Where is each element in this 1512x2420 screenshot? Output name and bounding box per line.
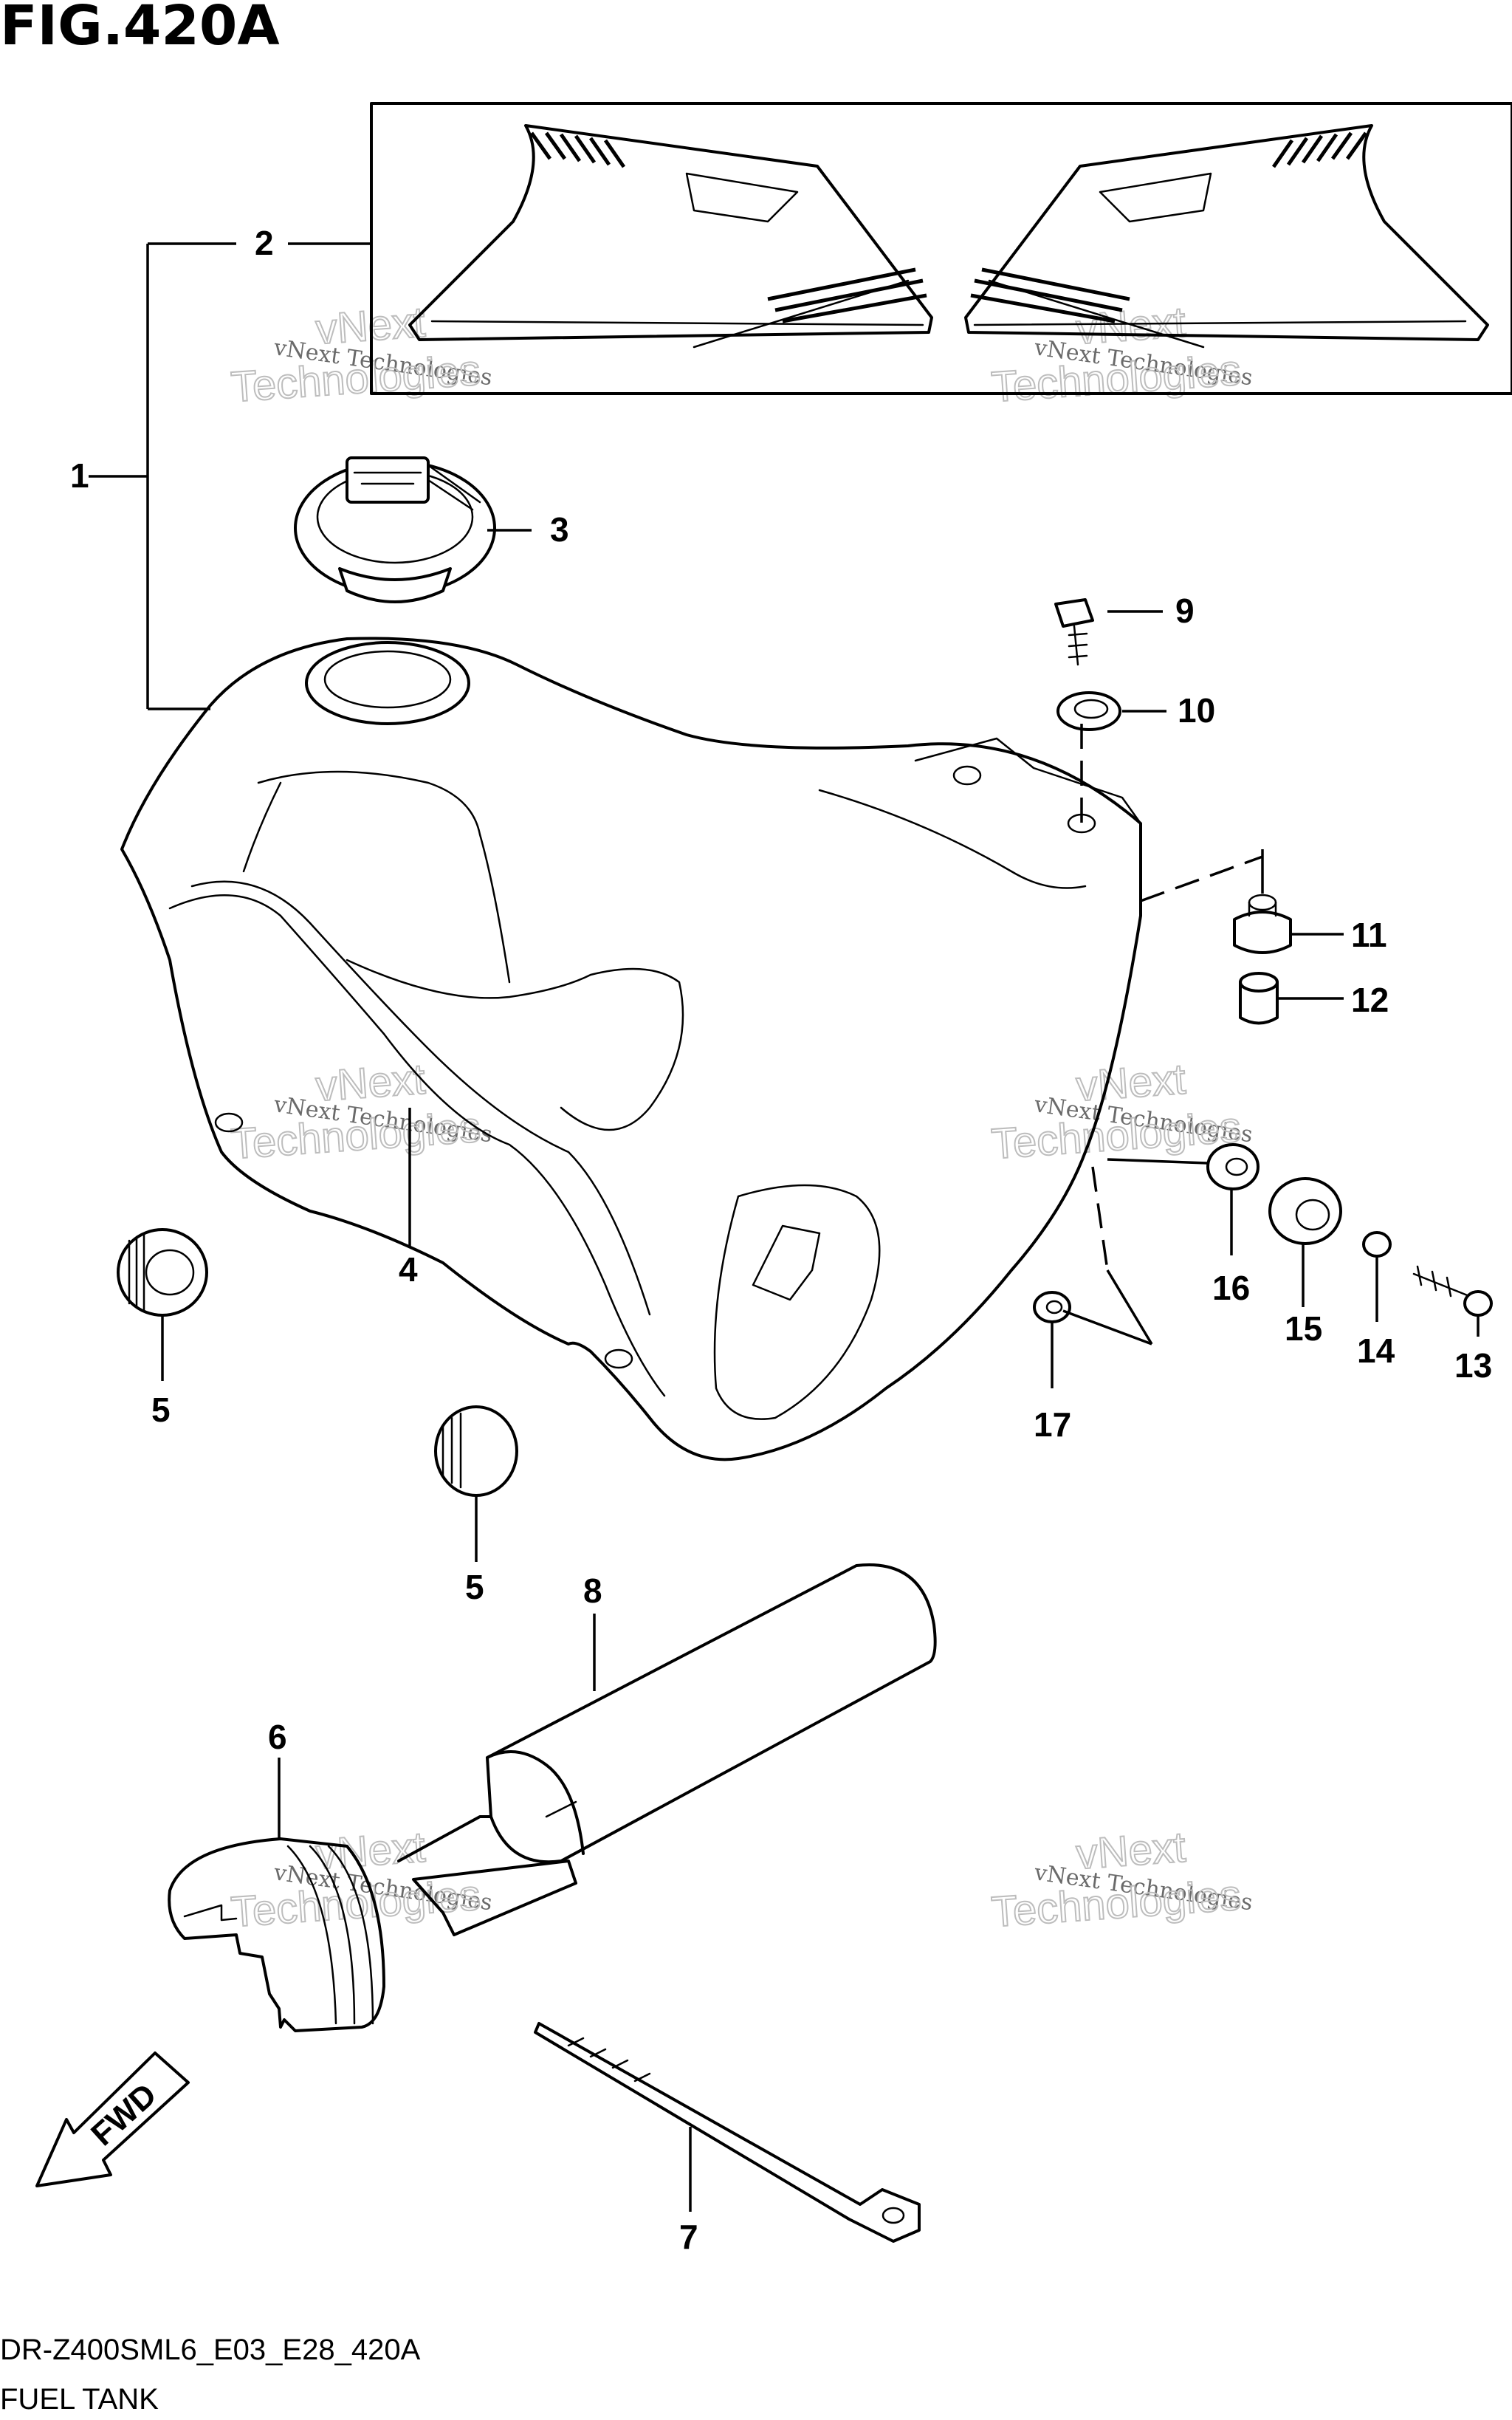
callout-labels: 1 2 3 4 5 5 6 7 8 9 10 11 12 13 14 15 16… <box>70 224 1492 2256</box>
tank-top-rib <box>818 789 1087 889</box>
tank-mount-tab <box>914 737 1142 825</box>
protector-8-drawing <box>397 1563 937 1936</box>
plug-5b-drawing <box>434 1405 518 1497</box>
emblem-set-drawing <box>370 102 1512 395</box>
right-decal-inner <box>1099 172 1212 223</box>
tank-panel-2 <box>257 770 511 984</box>
watermark-outline: Technologies <box>230 346 482 411</box>
figure-name: FUEL TANK <box>0 2383 159 2416</box>
tank-panel-3 <box>242 781 282 873</box>
figure-title: FIG.420A <box>0 0 280 58</box>
callout-part-12: 12 <box>1351 981 1389 1019</box>
tank-sight <box>713 1184 881 1420</box>
watermark-outline: Technologies <box>230 1871 482 1936</box>
right-decal-line <box>973 320 1467 326</box>
bolt-13-drawing <box>1412 1265 1493 1317</box>
left-decal-hatch <box>529 131 927 323</box>
collar-14-drawing <box>1362 1231 1392 1258</box>
callout-part-3: 3 <box>550 510 569 549</box>
callout-part-10: 10 <box>1178 691 1215 730</box>
left-decal-inner <box>685 172 799 223</box>
right-decal-hatch <box>970 131 1368 323</box>
plug-5a-drawing <box>117 1228 208 1317</box>
clamp-6-drawing <box>168 1837 385 2032</box>
tank-rib <box>168 894 666 1397</box>
cushion-16-drawing <box>1206 1143 1260 1190</box>
watermark-outline-brand: vNext <box>1075 298 1187 354</box>
watermark-outline-brand: vNext <box>315 1055 427 1111</box>
callout-part-8: 8 <box>583 1571 602 1610</box>
callout-part-7: 7 <box>679 2218 698 2256</box>
callout-part-5: 5 <box>151 1391 171 1429</box>
callout-part-15: 15 <box>1285 1309 1322 1348</box>
left-decal-line <box>430 320 924 326</box>
left-decal-outline <box>408 124 933 341</box>
fuel-tank-drawing <box>120 637 1142 1461</box>
watermark-outline: Technologies <box>990 346 1243 411</box>
cushion-15-drawing <box>1268 1177 1342 1245</box>
collar-12-drawing <box>1239 972 1279 1025</box>
callout-part-1: 1 <box>70 456 89 495</box>
nut-17-drawing <box>1033 1291 1071 1323</box>
fuel-cap-drawing <box>294 456 496 603</box>
watermark-outline: Technologies <box>990 1871 1243 1936</box>
tank-sight-detail <box>752 1224 821 1301</box>
tank-outline <box>120 637 1142 1461</box>
callout-part-17: 17 <box>1034 1405 1071 1444</box>
cable-tie-7-drawing <box>534 2022 921 2243</box>
emblem-box <box>370 102 1512 395</box>
watermark-outline-brand: vNext <box>1075 1823 1187 1879</box>
watermark-5: vNext Technologies Technologies vNext <box>229 1823 494 1937</box>
callout-part-2: 2 <box>255 224 274 262</box>
fwd-arrow: FWD <box>35 2051 190 2187</box>
callout-part-6: 6 <box>268 1718 287 1756</box>
watermark-6: vNext Technologies Technologies vNext <box>989 1823 1254 1937</box>
cushion-11-drawing <box>1233 894 1292 954</box>
callout-part-16: 16 <box>1212 1269 1250 1307</box>
callout-part-14: 14 <box>1357 1331 1395 1370</box>
leader-lines <box>89 242 1480 2212</box>
callout-part-9: 9 <box>1175 592 1195 630</box>
callout-part-5-second: 5 <box>465 1568 484 1606</box>
right-decal-outline <box>964 124 1489 341</box>
callout-part-4: 4 <box>399 1250 418 1289</box>
callout-part-13: 13 <box>1454 1346 1492 1385</box>
tank-panel <box>346 959 684 1131</box>
figure-code: DR-Z400SML6_E03_E28_420A <box>0 2334 421 2366</box>
bolt-9-drawing <box>1054 598 1094 666</box>
tank-rib-2 <box>190 880 651 1316</box>
grommet-10-drawing <box>1056 691 1121 731</box>
watermark-outline-brand: vNext <box>315 1823 427 1879</box>
watermark-outline: Technologies <box>230 1103 482 1168</box>
watermark-outline-brand: vNext <box>1075 1055 1187 1111</box>
callout-part-11: 11 <box>1351 916 1387 954</box>
watermark-1: vNext Technologies Technologies vNext <box>229 298 494 412</box>
